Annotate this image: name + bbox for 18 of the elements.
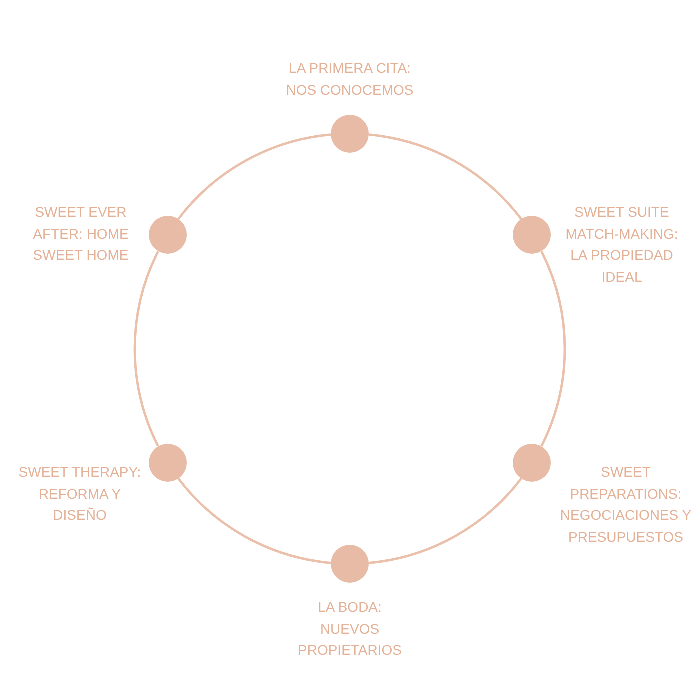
step-label: SWEET THERAPY: REFORMA Y DISEÑO xyxy=(18,463,142,525)
milestone-dot xyxy=(513,216,552,254)
ring-arc xyxy=(178,134,332,220)
step-label: SWEET PREPARATIONS: NEGOCIACIONES Y PRESUPUESTOS xyxy=(559,463,693,546)
milestone-dot xyxy=(148,216,187,254)
ring-arc xyxy=(134,251,160,447)
milestone-dot xyxy=(148,444,187,482)
step-label: LA PRIMERA CITA: NOS CONOCEMOS xyxy=(285,59,415,100)
step-label: SWEET SUITE MATCH-MAKING: LA PROPIEDAD IDEAL xyxy=(564,203,680,286)
ring-arc xyxy=(178,478,332,564)
step-label: LA BODA: NUEVOS PROPIETARIOS xyxy=(297,598,403,660)
ring-arc xyxy=(368,134,522,220)
milestone-dot xyxy=(331,115,369,153)
milestone-dot xyxy=(513,444,552,482)
milestone-dot xyxy=(331,545,369,583)
ring-arc xyxy=(368,478,522,564)
ring-arc xyxy=(540,251,566,447)
step-label: SWEET EVER AFTER: HOME SWEET HOME xyxy=(32,203,130,265)
